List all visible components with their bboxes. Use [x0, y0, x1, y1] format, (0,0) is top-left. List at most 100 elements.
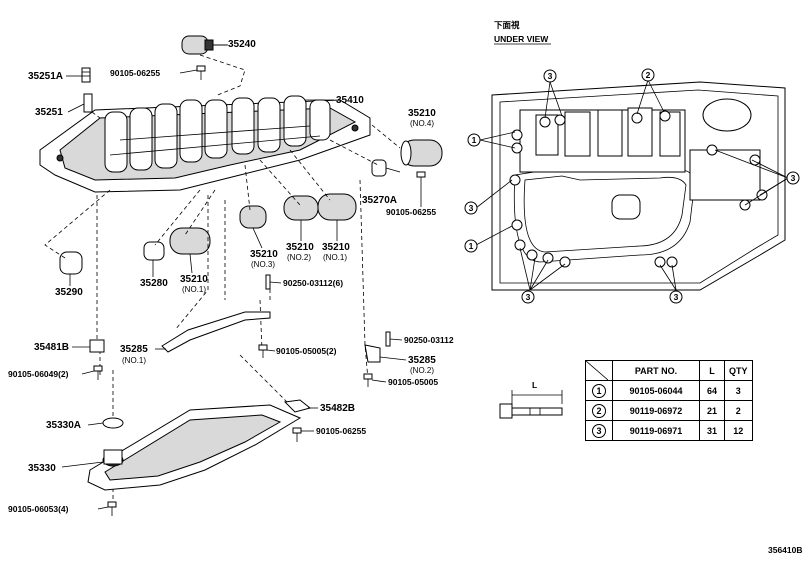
label-35330: 35330	[28, 463, 56, 474]
table-cell-part: 90105-06044	[612, 380, 700, 401]
label-35210-no2: 35210	[286, 242, 314, 253]
table-cell-qty: 12	[724, 420, 753, 441]
diagram-id: 356410B	[768, 545, 803, 555]
solenoid-35210-no1	[169, 227, 211, 255]
label-35285-no1: 35285	[120, 344, 148, 355]
part-35285-no1	[161, 311, 271, 353]
label-35482B: 35482B	[320, 403, 355, 414]
callout-1b: 1	[469, 241, 474, 251]
bolt-90105-06053	[107, 501, 117, 516]
ref-circle: 2	[592, 403, 606, 418]
label-35210-no3: 35210	[250, 249, 278, 260]
label-no2: (NO.2)	[287, 253, 311, 262]
table-row: 2 90119-06972 21 2	[585, 400, 753, 421]
table-row: 3 90119-06971 31 12	[585, 420, 753, 441]
part-35251A	[81, 67, 91, 83]
part-35482B	[283, 399, 312, 413]
part-35251	[83, 93, 93, 113]
table-cell-qty: 2	[724, 400, 753, 421]
label-35251: 35251	[35, 107, 63, 118]
label-90105-06255-b: 90105-06255	[386, 207, 436, 217]
label-35290: 35290	[55, 287, 83, 298]
label-90105-06049: 90105-06049(2)	[8, 369, 69, 379]
bolt-90105-05005	[363, 373, 373, 387]
label-no4: (NO.4)	[410, 119, 434, 128]
under-view-bolts	[509, 110, 768, 268]
label-35280: 35280	[140, 278, 168, 289]
label-35285-no2: 35285	[408, 355, 436, 366]
label-35240: 35240	[228, 39, 256, 50]
view-title-jp: 下面視	[494, 20, 520, 30]
ref-circle: 1	[592, 383, 606, 398]
label-no3: (NO.3)	[251, 260, 275, 269]
assembly-lines	[44, 54, 401, 505]
table-cell-qty: 3	[724, 380, 753, 401]
label-35410: 35410	[336, 95, 364, 106]
table-header: L	[699, 360, 725, 381]
bolt-90105-06255-c	[292, 427, 302, 442]
part-35270A	[371, 159, 401, 177]
bolt-length-label: L	[532, 380, 537, 390]
part-35280	[143, 241, 165, 261]
table-cell-length: 31	[699, 420, 725, 441]
bolt-spec-table: PART NO. L QTY 1 90105-06044 64 3 2 9011…	[585, 360, 753, 441]
table-cell-ref: 2	[585, 400, 613, 421]
table-cell-part: 90119-06972	[612, 400, 700, 421]
label-90105-06255-c: 90105-06255	[316, 426, 366, 436]
part-35290	[59, 251, 83, 275]
part-35285-no2	[364, 344, 381, 363]
bolt-90105-06255-b	[416, 171, 426, 186]
table-cell-length: 64	[699, 380, 725, 401]
oil-strainer-35330	[87, 404, 302, 491]
diagonal-divider	[586, 361, 608, 380]
view-title-en: UNDER VIEW	[494, 34, 549, 44]
pin-90250-03112	[385, 331, 391, 347]
label-35270A: 35270A	[362, 195, 397, 206]
label-35210-no1b: 35210	[322, 242, 350, 253]
valve-body-assembly	[39, 95, 371, 193]
label-90105-05005-2: 90105-05005(2)	[276, 346, 337, 356]
callout-leaders	[475, 79, 789, 291]
callout-3a: 3	[548, 71, 553, 81]
bolt-90105-06049	[93, 365, 103, 380]
solenoid-35210-no3	[239, 205, 267, 229]
callout-1a: 1	[472, 135, 477, 145]
label-no1b: (NO.1)	[323, 253, 347, 262]
callout-3b: 3	[469, 203, 474, 213]
part-labels: 35240 35251A 90105-06255 35251 35410 352…	[8, 39, 454, 514]
ref-circle: 3	[592, 423, 606, 438]
label-35210-no4: 35210	[408, 108, 436, 119]
table-row: 1 90105-06044 64 3	[585, 380, 753, 401]
table-header: QTY	[724, 360, 753, 381]
callout-2: 2	[646, 70, 651, 80]
callout-circles	[464, 68, 800, 304]
label-35481B: 35481B	[34, 342, 69, 353]
solenoid-35210-no2	[283, 195, 319, 221]
bolt-90105-06255-a	[196, 65, 206, 80]
label-35330A: 35330A	[46, 420, 81, 431]
label-90250-03112-6: 90250-03112(6)	[283, 278, 343, 288]
table-cell-part: 90119-06971	[612, 420, 700, 441]
table-cell-length: 21	[699, 400, 725, 421]
table-cell-ref: 1	[585, 380, 613, 401]
solenoid-35210-no1b	[317, 193, 357, 221]
label-no2b: (NO.2)	[410, 366, 434, 375]
bolt-dimension-sketch: L	[499, 380, 563, 419]
callout-numbers: 3 2 1 3 1 3 3 3	[469, 70, 796, 302]
label-35251A: 35251A	[28, 71, 63, 82]
part-35481B	[89, 339, 105, 353]
table-cell-ref: 3	[585, 420, 613, 441]
label-35210-no1: 35210	[180, 274, 208, 285]
callout-3d: 3	[526, 292, 531, 302]
table-header: PART NO.	[612, 360, 700, 381]
label-90105-05005: 90105-05005	[388, 377, 438, 387]
label-90105-06053: 90105-06053(4)	[8, 504, 69, 514]
callout-3e: 3	[674, 292, 679, 302]
bolt-90105-05005-2	[258, 344, 268, 358]
label-90105-06255-a: 90105-06255	[110, 68, 160, 78]
table-header-row: PART NO. L QTY	[585, 360, 753, 381]
under-view-case	[491, 81, 786, 291]
solenoid-35210-no4	[400, 139, 443, 167]
